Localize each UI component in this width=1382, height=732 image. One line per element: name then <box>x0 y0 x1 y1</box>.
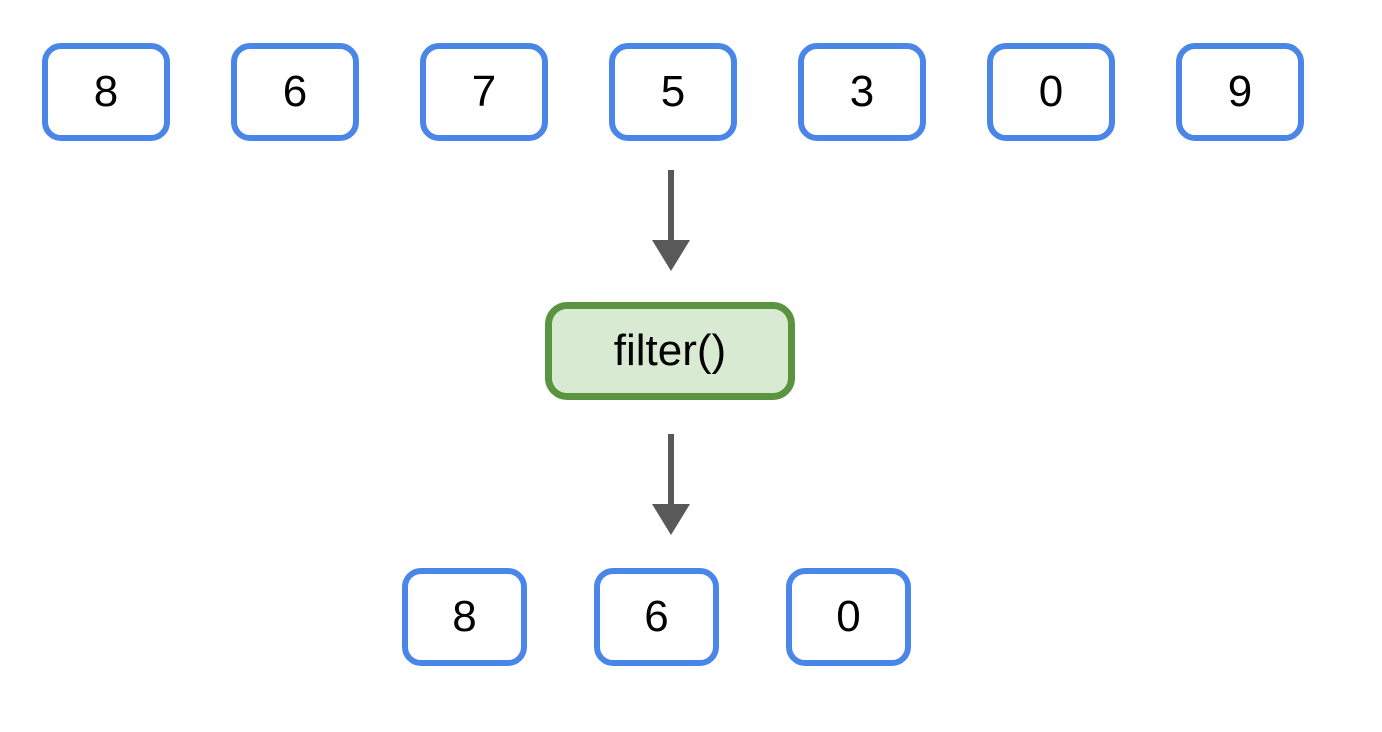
input-item-value: 9 <box>1227 67 1253 116</box>
input-item-value: 3 <box>849 67 875 116</box>
output-item-box: 0 <box>786 568 911 666</box>
input-item-value: 0 <box>1038 67 1064 116</box>
input-row: 8 6 7 5 3 0 9 <box>42 43 1304 141</box>
input-item-value: 5 <box>660 67 686 116</box>
input-item-box: 5 <box>609 43 737 141</box>
output-item-box: 6 <box>594 568 719 666</box>
input-item-value: 7 <box>471 67 497 116</box>
output-item-value: 0 <box>836 592 861 641</box>
filter-operation-label: filter() <box>613 326 727 375</box>
down-arrow-icon <box>652 170 690 271</box>
output-item-value: 6 <box>644 592 669 641</box>
input-item-box: 8 <box>42 43 170 141</box>
output-item-box: 8 <box>402 568 527 666</box>
input-item-value: 8 <box>93 67 119 116</box>
input-item-box: 0 <box>987 43 1115 141</box>
output-item-value: 8 <box>452 592 477 641</box>
input-item-box: 9 <box>1176 43 1304 141</box>
output-row: 8 6 0 <box>402 568 911 666</box>
down-arrow-icon <box>652 434 690 535</box>
input-item-box: 7 <box>420 43 548 141</box>
input-item-box: 3 <box>798 43 926 141</box>
input-item-box: 6 <box>231 43 359 141</box>
filter-operation-box: filter() <box>545 302 795 400</box>
input-item-value: 6 <box>282 67 308 116</box>
